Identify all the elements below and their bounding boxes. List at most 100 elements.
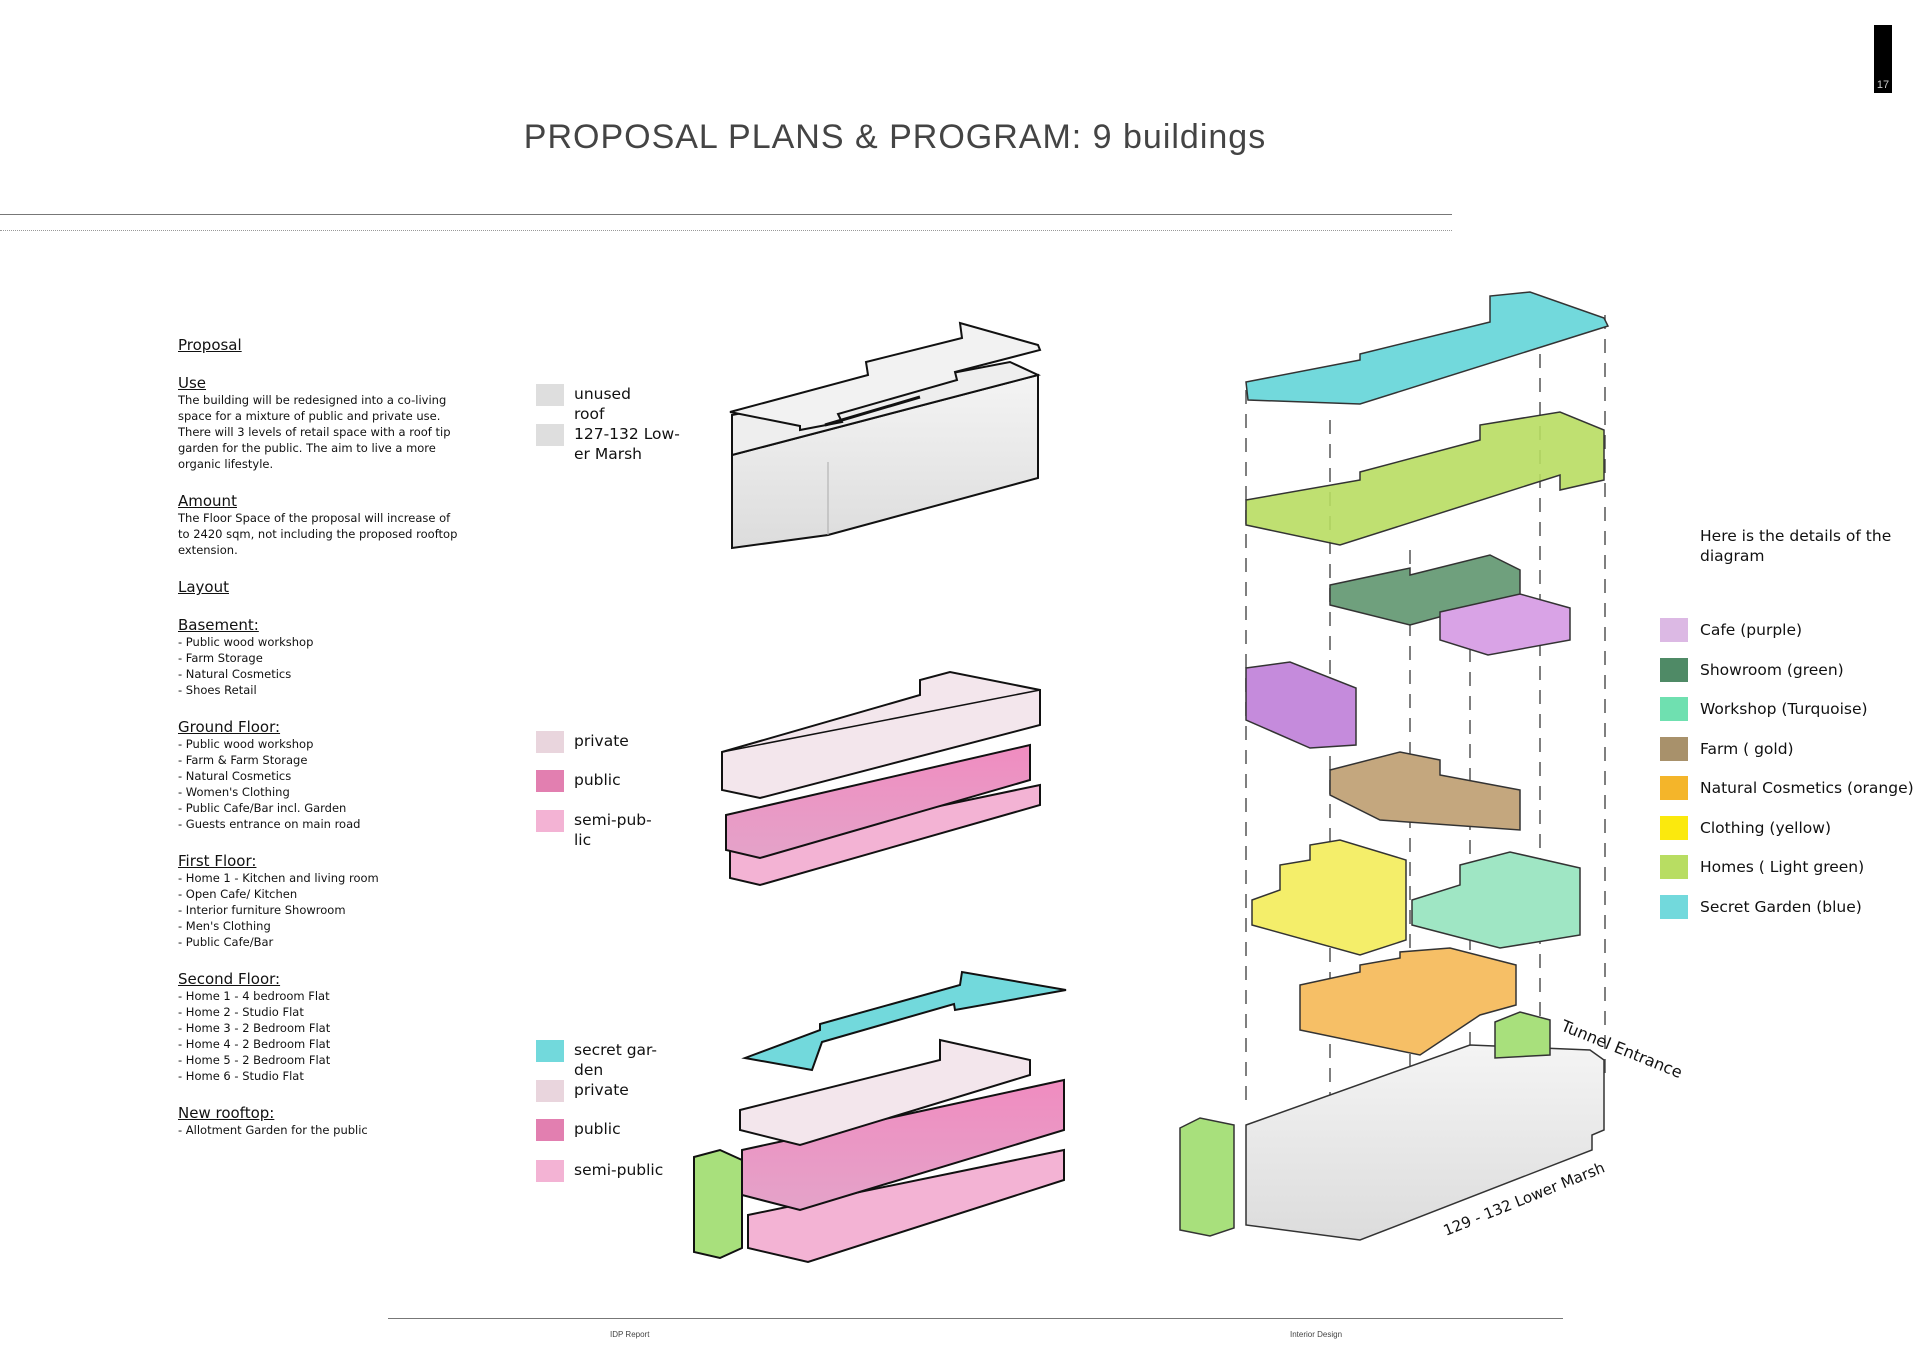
exploded-tunnel-cylinder [1494, 1011, 1551, 1059]
rooftop-heading: New rooftop: [178, 1104, 275, 1122]
levels-diagram [721, 670, 1041, 887]
legend-label: Secret Garden (blue) [1700, 897, 1862, 916]
legend3-item: public [536, 1119, 621, 1141]
text-line: - Home 3 - 2 Bedroom Flat [178, 1021, 331, 1035]
text-line: - Open Cafe/ Kitchen [178, 887, 298, 901]
legend2-item: semi-pub-lic [536, 810, 652, 850]
basement-heading: Basement: [178, 616, 259, 634]
semi-public-slab-3 [747, 1148, 1065, 1264]
existing-roof [729, 321, 1042, 432]
legend-swatch [1660, 697, 1688, 721]
legend-label: Clothing (yellow) [1700, 818, 1831, 837]
right-legend-item: Workshop (Turquoise) [1660, 697, 1868, 721]
legend-label: private [574, 1081, 629, 1099]
legend-label: public [574, 1120, 621, 1138]
legend-swatch [1660, 618, 1688, 642]
first-list: - Home 1 - Kitchen and living room - Open… [178, 870, 478, 950]
legend-swatch [536, 384, 564, 406]
text-line: - Interior furniture Showroom [178, 903, 346, 917]
private-edge [721, 689, 1041, 753]
legend-swatch [536, 731, 564, 753]
legend1-item: 127-132 Low-er Marsh [536, 424, 680, 464]
exploded-farm [1329, 751, 1521, 831]
page-title: PROPOSAL PLANS & PROGRAM: 9 buildings [523, 118, 1267, 156]
ground-list: - Public wood workshop - Farm & Farm Stor… [178, 736, 478, 832]
proposal-text: Proposal Use The building will be redesi… [178, 336, 478, 1138]
legend-swatch [1660, 776, 1688, 800]
details-text: Here is the details of the diagram [1700, 526, 1900, 566]
right-legend-item: Showroom (green) [1660, 657, 1844, 682]
second-list: - Home 1 - 4 bedroom Flat- Home 2 - Stud… [178, 988, 478, 1084]
legend-label: private [574, 732, 629, 750]
text-line: - Natural Cosmetics [178, 769, 292, 783]
exploded-workshop [1411, 851, 1581, 949]
legend-swatch [536, 1080, 564, 1102]
right-legend-item: Cafe (purple) [1660, 618, 1802, 642]
legend-label: secret gar-den [574, 1041, 658, 1079]
legend-label: Homes ( Light green) [1700, 858, 1865, 876]
text-line: - Home 1 - Kitchen and living room [178, 871, 379, 885]
legend3-item: private [536, 1080, 629, 1102]
garden-diagram [693, 970, 1067, 1264]
proposal-heading: Proposal [178, 336, 242, 354]
legend-label: Farm ( gold) [1700, 739, 1794, 758]
legend3-item: semi-public [536, 1160, 663, 1182]
existing-building-diagram [729, 321, 1042, 550]
amount-lines: The Floor Space of the proposal will inc… [178, 510, 478, 558]
amount-heading: Amount [178, 492, 237, 510]
text-line: - Public Cafe/Bar incl. Garden [178, 801, 347, 815]
right-legend-item: Clothing (yellow) [1660, 815, 1831, 840]
legend-swatch [1660, 657, 1688, 682]
legend-swatch [536, 770, 564, 792]
second-heading: Second Floor: [178, 970, 281, 988]
text-line: There will 3 levels of retail space with… [178, 425, 451, 439]
legend-label: 127-132 Low-er Marsh [574, 425, 680, 463]
legend-swatch [1660, 894, 1688, 919]
text-line: diagram [1700, 547, 1765, 565]
secret-garden-roof-3 [741, 970, 1067, 1072]
text-line: - Natural Cosmetics [178, 667, 292, 681]
legend-swatch [536, 810, 564, 832]
right-legend-item: Secret Garden (blue) [1660, 894, 1862, 919]
text-line: - Guests entrance on main road [178, 817, 361, 831]
legend-label: semi-pub-lic [574, 811, 652, 849]
text-line: extension. [178, 543, 238, 557]
legend-swatch [536, 1119, 564, 1141]
legend-swatch [536, 1160, 564, 1182]
text-line: The building will be redesigned into a c… [178, 393, 447, 407]
use-lines: The building will be redesigned into a c… [178, 392, 478, 472]
text-line: - Women's Clothing [178, 785, 290, 799]
ground-heading: Ground Floor: [178, 718, 281, 736]
text-line: - Farm & Farm Storage [178, 753, 308, 767]
legend-label: Showroom (green) [1700, 660, 1844, 679]
exploded-clothing [1251, 839, 1407, 956]
text-line: space for a mixture of public and privat… [178, 409, 441, 423]
legend-label: Workshop (Turquoise) [1700, 700, 1868, 718]
text-line: - Public wood workshop [178, 737, 314, 751]
text-line: - Farm Storage [178, 651, 263, 665]
layout-heading: Layout [178, 578, 229, 596]
legend-label: public [574, 771, 621, 789]
legend2-item: private [536, 731, 629, 753]
exploded-cafe-2 [1245, 661, 1357, 749]
exploded-left-cylinder [1179, 1117, 1235, 1237]
exploded-secret-garden [1245, 291, 1610, 405]
tunnel-cylinder-3 [693, 1148, 743, 1260]
exploded-base-building [1245, 1044, 1605, 1241]
text-line: to 2420 sqm, not including the proposed … [178, 527, 458, 541]
basement-list: - Public wood workshop- Farm Storage- Na… [178, 634, 478, 698]
legend-swatch [1660, 855, 1688, 879]
text-line: - Shoes Retail [178, 683, 257, 697]
legend-label: Cafe (purple) [1700, 621, 1803, 639]
bottom-rule [388, 1318, 1563, 1319]
legend2-item: public [536, 770, 621, 792]
text-line: - Home 6 - Studio Flat [178, 1069, 304, 1083]
text-line: - Allotment Garden for the public [178, 1123, 368, 1137]
text-line: - Home 1 - 4 bedroom Flat [178, 989, 330, 1003]
text-line: The Floor Space of the proposal will inc… [178, 511, 451, 525]
text-line: Here is the details of the [1700, 527, 1892, 545]
text-line: - Home 5 - 2 Bedroom Flat [178, 1053, 331, 1067]
exploded-homes [1245, 411, 1605, 546]
legend-label: Natural Cosmetics (orange) [1700, 779, 1914, 797]
